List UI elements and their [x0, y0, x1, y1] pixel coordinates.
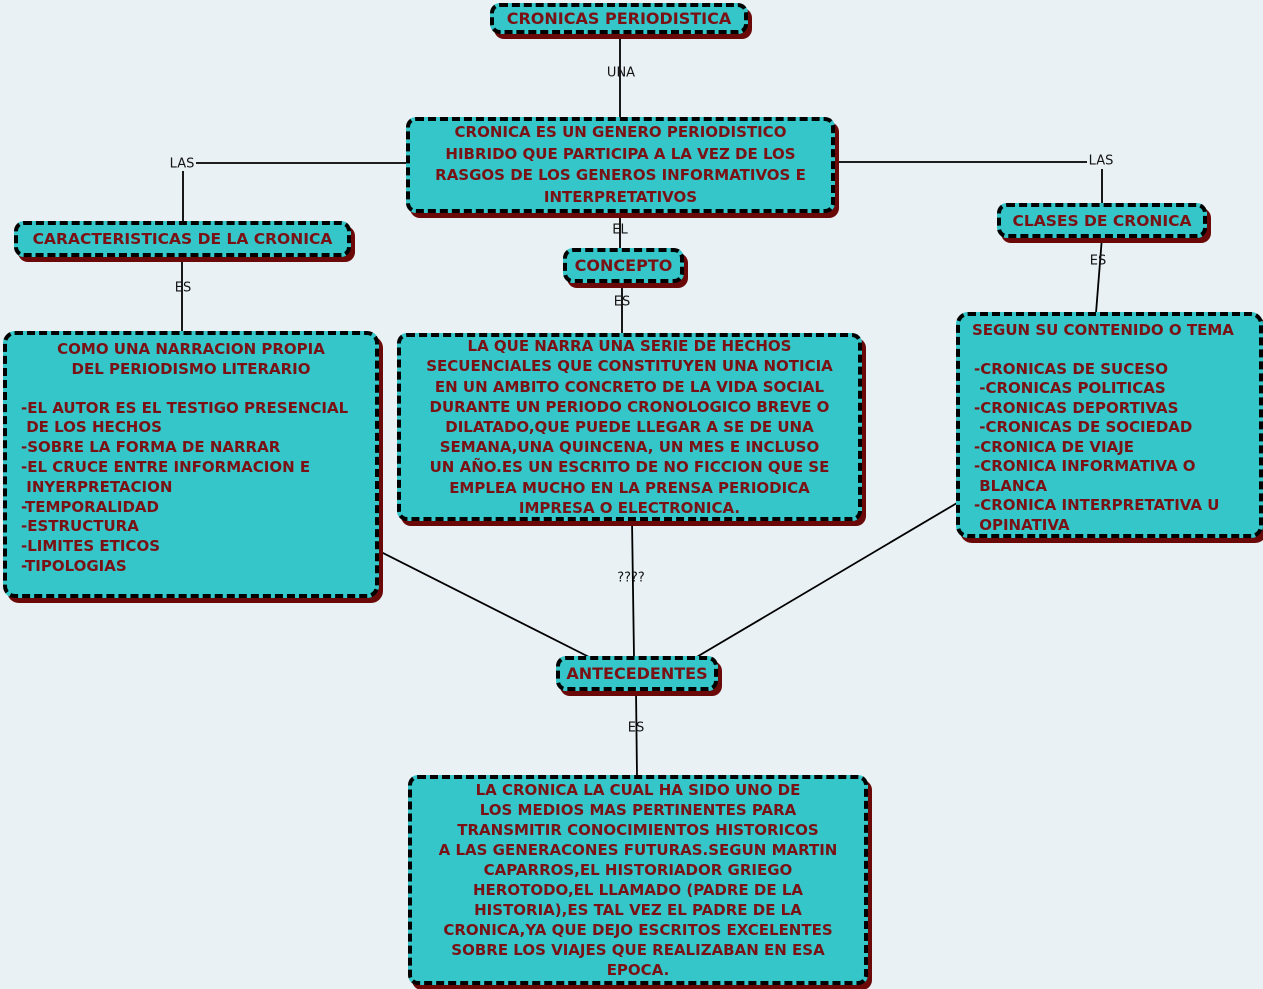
caracteristicas-detail-node[interactable]: COMO UNA NARRACION PROPIA DEL PERIODISMO… — [3, 331, 379, 598]
antecedentes-detail-node[interactable]: LA CRONICA LA CUAL HA SIDO UNO DE LOS ME… — [408, 775, 868, 985]
line-clases-detail-antecedentes — [694, 502, 958, 659]
clases-detail-items: -CRONICAS DE SUCESO -CRONICAS POLITICAS … — [974, 359, 1220, 534]
clases-detail-heading: SEGUN SU CONTENIDO O TEMA — [972, 321, 1234, 339]
antecedentes-node[interactable]: ANTECEDENTES — [556, 656, 718, 691]
clases-detail-node[interactable]: SEGUN SU CONTENIDO O TEMA -CRONICAS DE S… — [956, 312, 1263, 538]
edge-label-es-left[interactable]: ES — [174, 280, 192, 296]
definition-node[interactable]: CRONICA ES UN GENERO PERIODISTICO HIBRID… — [406, 117, 835, 213]
concepto-node[interactable]: CONCEPTO — [563, 248, 684, 283]
root-node[interactable]: CRONICAS PERIODISTICA — [490, 3, 748, 34]
edge-label-las-right[interactable]: LAS — [1088, 153, 1114, 169]
edge-label-una[interactable]: UNA — [606, 65, 636, 81]
concepto-node-label: CONCEPTO — [574, 256, 673, 275]
line-concepto-detail-antecedentes — [631, 519, 635, 658]
edge-label-las-left[interactable]: LAS — [169, 156, 195, 172]
antecedentes-node-label: ANTECEDENTES — [566, 664, 708, 683]
concepto-detail-node[interactable]: LA QUE NARRA UNA SERIE DE HECHOS SECUENC… — [397, 333, 862, 521]
caracteristicas-node[interactable]: CARACTERISTICAS DE LA CRONICA — [14, 221, 351, 257]
edge-label-el[interactable]: EL — [612, 222, 628, 238]
caracteristicas-node-label: CARACTERISTICAS DE LA CRONICA — [32, 230, 333, 248]
line-antecedentes-detail — [635, 689, 638, 777]
antecedentes-detail-text: LA CRONICA LA CUAL HA SIDO UNO DE LOS ME… — [438, 781, 838, 979]
edge-label-es-center[interactable]: ES — [613, 294, 631, 310]
line-clases-detail — [1095, 236, 1103, 314]
edge-label-es-bottom[interactable]: ES — [627, 720, 645, 736]
root-node-label: CRONICAS PERIODISTICA — [506, 9, 732, 28]
clases-node-label: CLASES DE CRONICA — [1012, 211, 1192, 230]
edge-label-es-right[interactable]: ES — [1089, 253, 1107, 269]
edge-label-unknown[interactable]: ???? — [617, 570, 645, 586]
caracteristicas-detail-items: -EL AUTOR ES EL TESTIGO PRESENCIAL DE LO… — [21, 398, 349, 575]
definition-node-text: CRONICA ES UN GENERO PERIODISTICO HIBRID… — [435, 123, 806, 206]
caracteristicas-detail-heading: COMO UNA NARRACION PROPIA DEL PERIODISMO… — [57, 340, 325, 378]
clases-node[interactable]: CLASES DE CRONICA — [997, 203, 1207, 238]
line-caracteristicas-detail-antecedentes — [378, 550, 594, 660]
concepto-detail-text: LA QUE NARRA UNA SERIE DE HECHOS SECUENC… — [426, 337, 833, 517]
